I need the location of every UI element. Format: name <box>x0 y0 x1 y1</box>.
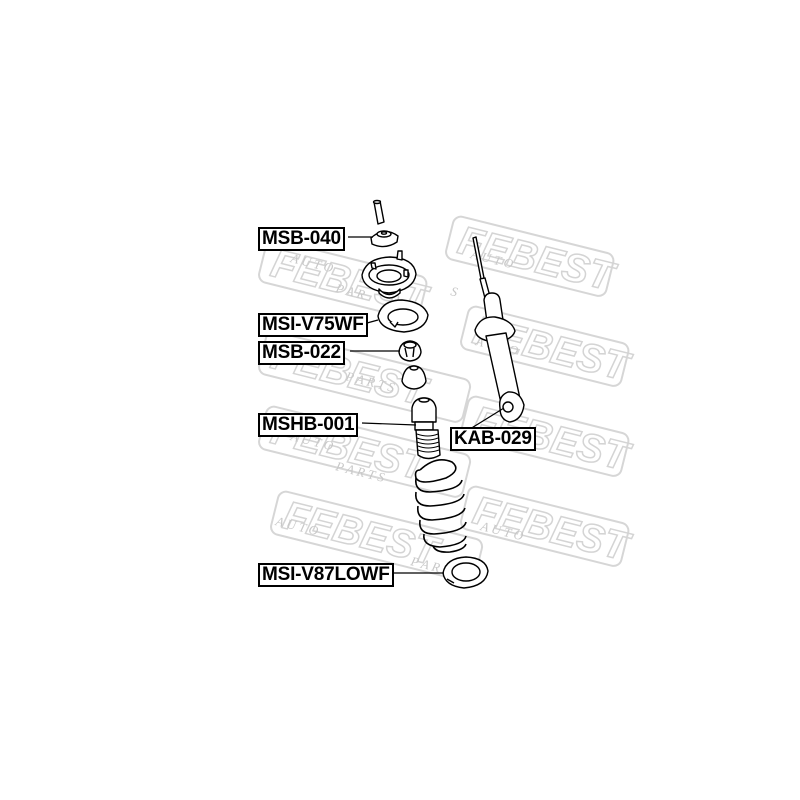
bump-stop-dust-boot-icon <box>411 397 441 460</box>
stud-pin-icon <box>372 199 385 225</box>
coil-spring-icon <box>414 459 467 553</box>
part-label-msb-022[interactable]: MSB-022 <box>258 341 345 365</box>
part-label-kab-029[interactable]: KAB-029 <box>450 427 536 451</box>
parts <box>361 199 525 589</box>
shock-absorber-icon <box>472 236 525 423</box>
bushing-cap-icon <box>370 230 399 248</box>
leader-lines <box>348 236 505 574</box>
part-label-msb-040[interactable]: MSB-040 <box>258 227 345 251</box>
lower-insulator-icon <box>442 556 489 589</box>
strut-bushing-icon <box>398 340 422 362</box>
part-label-msi-v87lowf[interactable]: MSI-V87LOWF <box>258 563 394 587</box>
svg-text:P A R: P A R <box>333 280 366 302</box>
lower-washer-icon <box>401 365 427 390</box>
upper-mount-icon <box>361 250 417 299</box>
svg-text:S: S <box>449 283 459 299</box>
part-label-msi-v75wf[interactable]: MSI-V75WF <box>258 313 368 337</box>
part-label-mshb-001[interactable]: MSHB-001 <box>258 413 359 437</box>
upper-insulator-icon <box>377 299 429 333</box>
